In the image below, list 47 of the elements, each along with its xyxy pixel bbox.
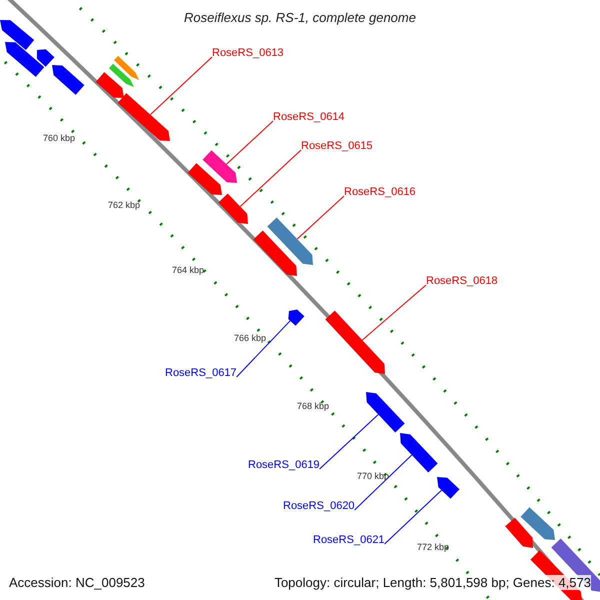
gene-block: [95, 72, 124, 98]
leader-line: [226, 120, 274, 165]
gene-label: RoseRS_0614: [273, 111, 345, 123]
gene-block: [325, 310, 385, 374]
scale-label: 766 kbp: [234, 333, 266, 343]
scale-label: 760 kbp: [43, 133, 76, 143]
gene-block: [0, 20, 35, 50]
gene-block: [267, 217, 313, 265]
gene-block: [117, 93, 170, 141]
gene-label: RoseRS_0613: [212, 47, 284, 59]
gene-block: [288, 309, 305, 326]
summary-text: Topology: circular; Length: 5,801,598 bp; Genes: 4,573: [274, 575, 591, 590]
accession-text: Accession: NC_009523: [9, 575, 145, 590]
leader-line: [236, 320, 291, 378]
gene-label: RoseRS_0615: [301, 140, 373, 152]
gene-block: [113, 55, 139, 80]
gene-label: RoseRS_0620: [283, 500, 355, 512]
gene-block: [108, 63, 134, 87]
gene-block: [366, 392, 405, 433]
leader-line: [362, 284, 426, 341]
scale-label: 768 kbp: [297, 401, 330, 411]
leader-line: [240, 150, 302, 207]
gene-block: [218, 193, 248, 224]
scale-label: 762 kbp: [108, 200, 140, 210]
gene-block: [202, 150, 237, 183]
gene-block: [520, 507, 555, 540]
gene-block: [437, 477, 460, 499]
gene-label: RoseRS_0619: [248, 459, 320, 471]
gene-label: RoseRS_0616: [344, 186, 416, 198]
scale-label: 764 kbp: [172, 265, 204, 275]
gene-block: [36, 49, 55, 67]
leader-line: [354, 454, 412, 510]
leader-line: [384, 490, 442, 544]
gene-label: RoseRS_0621: [313, 534, 385, 546]
leader-line: [296, 196, 344, 240]
leader-line: [319, 414, 379, 470]
gene-block: [52, 65, 85, 95]
gene-block: [187, 163, 222, 195]
gene-block: [400, 433, 438, 473]
gene-block: [253, 230, 297, 276]
scale-label: 770 kbp: [357, 471, 390, 481]
title: Roseiflexus sp. RS-1, complete genome: [183, 10, 417, 25]
gene-label: RoseRS_0618: [426, 275, 498, 287]
leader-line: [150, 56, 212, 116]
gene-label: RoseRS_0617: [165, 367, 237, 379]
gene-block: [505, 517, 533, 548]
scale-label: 772 kbp: [417, 542, 450, 552]
